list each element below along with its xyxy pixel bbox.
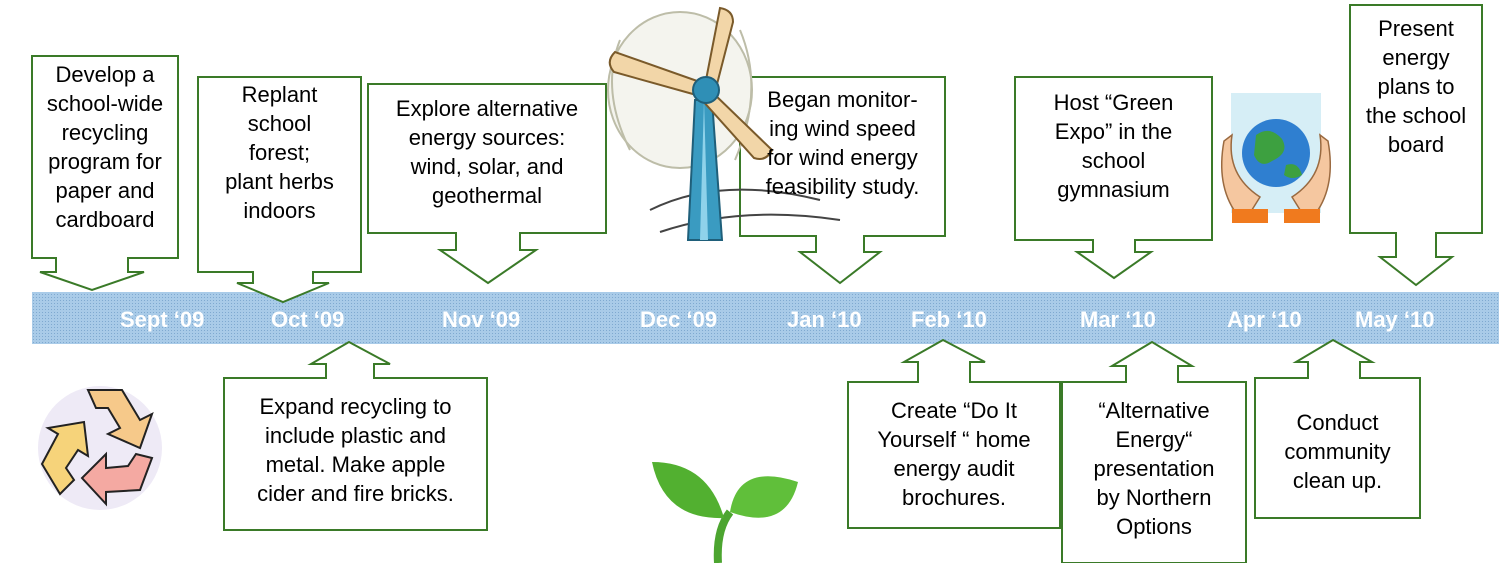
- month-label: Jan ‘10: [787, 307, 862, 332]
- month-label: Apr ‘10: [1227, 307, 1302, 332]
- callout-box-mar10-below: [1061, 340, 1247, 563]
- callout-text-mar10: Host “Green Expo” in the school gymnasiu…: [1053, 90, 1174, 202]
- callout-box-apr10: [1254, 338, 1421, 519]
- callout-box-may10: [1349, 4, 1483, 287]
- callout-box-sept09: [31, 55, 179, 292]
- month-label: May ‘10: [1355, 307, 1435, 332]
- recycle-icon: [38, 386, 162, 510]
- callout-text-apr10: Conduct community clean up.: [1284, 410, 1391, 493]
- month-label: Mar ‘10: [1080, 307, 1156, 332]
- earth-in-hands-icon: [1221, 93, 1331, 223]
- sprout-icon: [652, 462, 798, 563]
- callout-box-oct09: [197, 76, 362, 304]
- callout-text-may10: Present energy plans to the school board: [1365, 16, 1467, 157]
- callout-box-oct09-below: [223, 340, 488, 531]
- month-label: Oct ‘09: [271, 307, 345, 332]
- callout-box-mar10: [1014, 76, 1213, 280]
- month-label: Dec ‘09: [640, 307, 718, 332]
- callout-text-feb10: Create “Do It Yourself “ home energy aud…: [877, 398, 1031, 510]
- month-label: Feb ‘10: [911, 307, 987, 332]
- callout-text-mar10-below: “Alternative Energy“ presentation by Nor…: [1093, 398, 1215, 539]
- callout-text-sept09: Develop a school-wide recycling program …: [46, 62, 164, 232]
- wind-turbine-icon: [607, 6, 841, 241]
- callout-text-nov09: Explore alternative energy sources: wind…: [395, 96, 579, 208]
- callout-box-feb10: [847, 338, 1061, 529]
- month-label: Nov ‘09: [442, 307, 521, 332]
- callout-box-jan10: [739, 76, 946, 285]
- callout-box-nov09: [367, 83, 607, 285]
- callout-text-oct09: Replant school forest; plant herbs indoo…: [225, 82, 334, 223]
- callout-text-jan10: Began monitor- ing wind speed for wind e…: [765, 87, 920, 199]
- callout-text-oct09-below: Expand recycling to include plastic and …: [257, 394, 454, 506]
- month-label: Sept ‘09: [120, 307, 205, 332]
- timeline-band: [32, 292, 1499, 344]
